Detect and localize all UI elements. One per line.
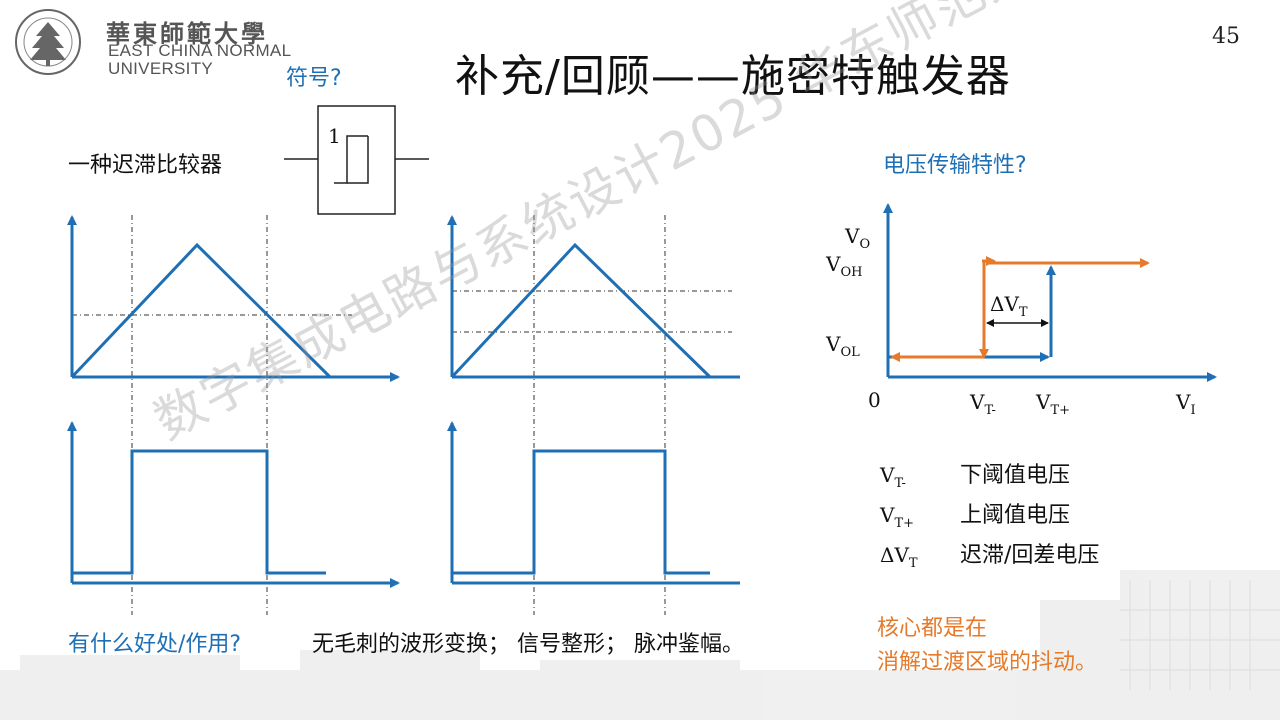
definition-desc: 下阈值电压: [960, 463, 1070, 488]
definition-row: VT+上阈值电压: [880, 497, 1099, 537]
definition-symbol: ΔVT: [880, 543, 960, 571]
graph3-pulse-output: [72, 451, 326, 573]
symbol-question: 符号?: [286, 60, 342, 92]
page-number: 45: [1212, 24, 1240, 49]
benefit-answer: 无毛刺的波形变换； 信号整形； 脉冲鉴幅。: [312, 626, 744, 658]
vtc-label-vi: VI: [1176, 390, 1196, 418]
vtc-label-delta-vt: ΔVT: [990, 292, 1028, 320]
vtc-label-vol: VOL: [826, 332, 860, 360]
vtc-label-vo: VO: [845, 224, 870, 252]
logo-name-english-line2: UNIVERSITY: [108, 60, 213, 78]
core-text-line2: 消解过渡区域的抖动。: [877, 644, 1097, 676]
intro-text: 一种迟滞比较器: [68, 147, 222, 179]
symbol-label: 1: [328, 124, 341, 148]
definition-desc: 迟滞/回差电压: [960, 543, 1099, 568]
university-logo: 華東師範大學 EAST CHINA NORMAL UNIVERSITY: [10, 6, 300, 76]
benefit-question: 有什么好处/作用?: [68, 626, 241, 658]
definition-row: VT-下阈值电压: [880, 457, 1099, 497]
schmitt-trigger-symbol: [284, 104, 434, 219]
core-text-line1: 核心都是在: [877, 610, 987, 642]
logo-name-english-line1: EAST CHINA NORMAL: [108, 42, 291, 60]
vtc-label-vtm: VT-: [970, 390, 996, 418]
vtc-label-voh: VOH: [826, 252, 862, 280]
definition-symbol: VT-: [880, 463, 960, 491]
university-seal-icon: [10, 6, 90, 76]
vtc-question: 电压传输特性?: [883, 147, 1027, 179]
graph4-pulse-output: [452, 451, 710, 573]
definition-symbol: VT+: [880, 503, 960, 531]
definition-desc: 上阈值电压: [960, 503, 1070, 528]
vtc-label-vtp: VT+: [1036, 390, 1070, 418]
vtc-diagram: [870, 195, 1230, 395]
vtc-label-zero: 0: [868, 388, 881, 412]
